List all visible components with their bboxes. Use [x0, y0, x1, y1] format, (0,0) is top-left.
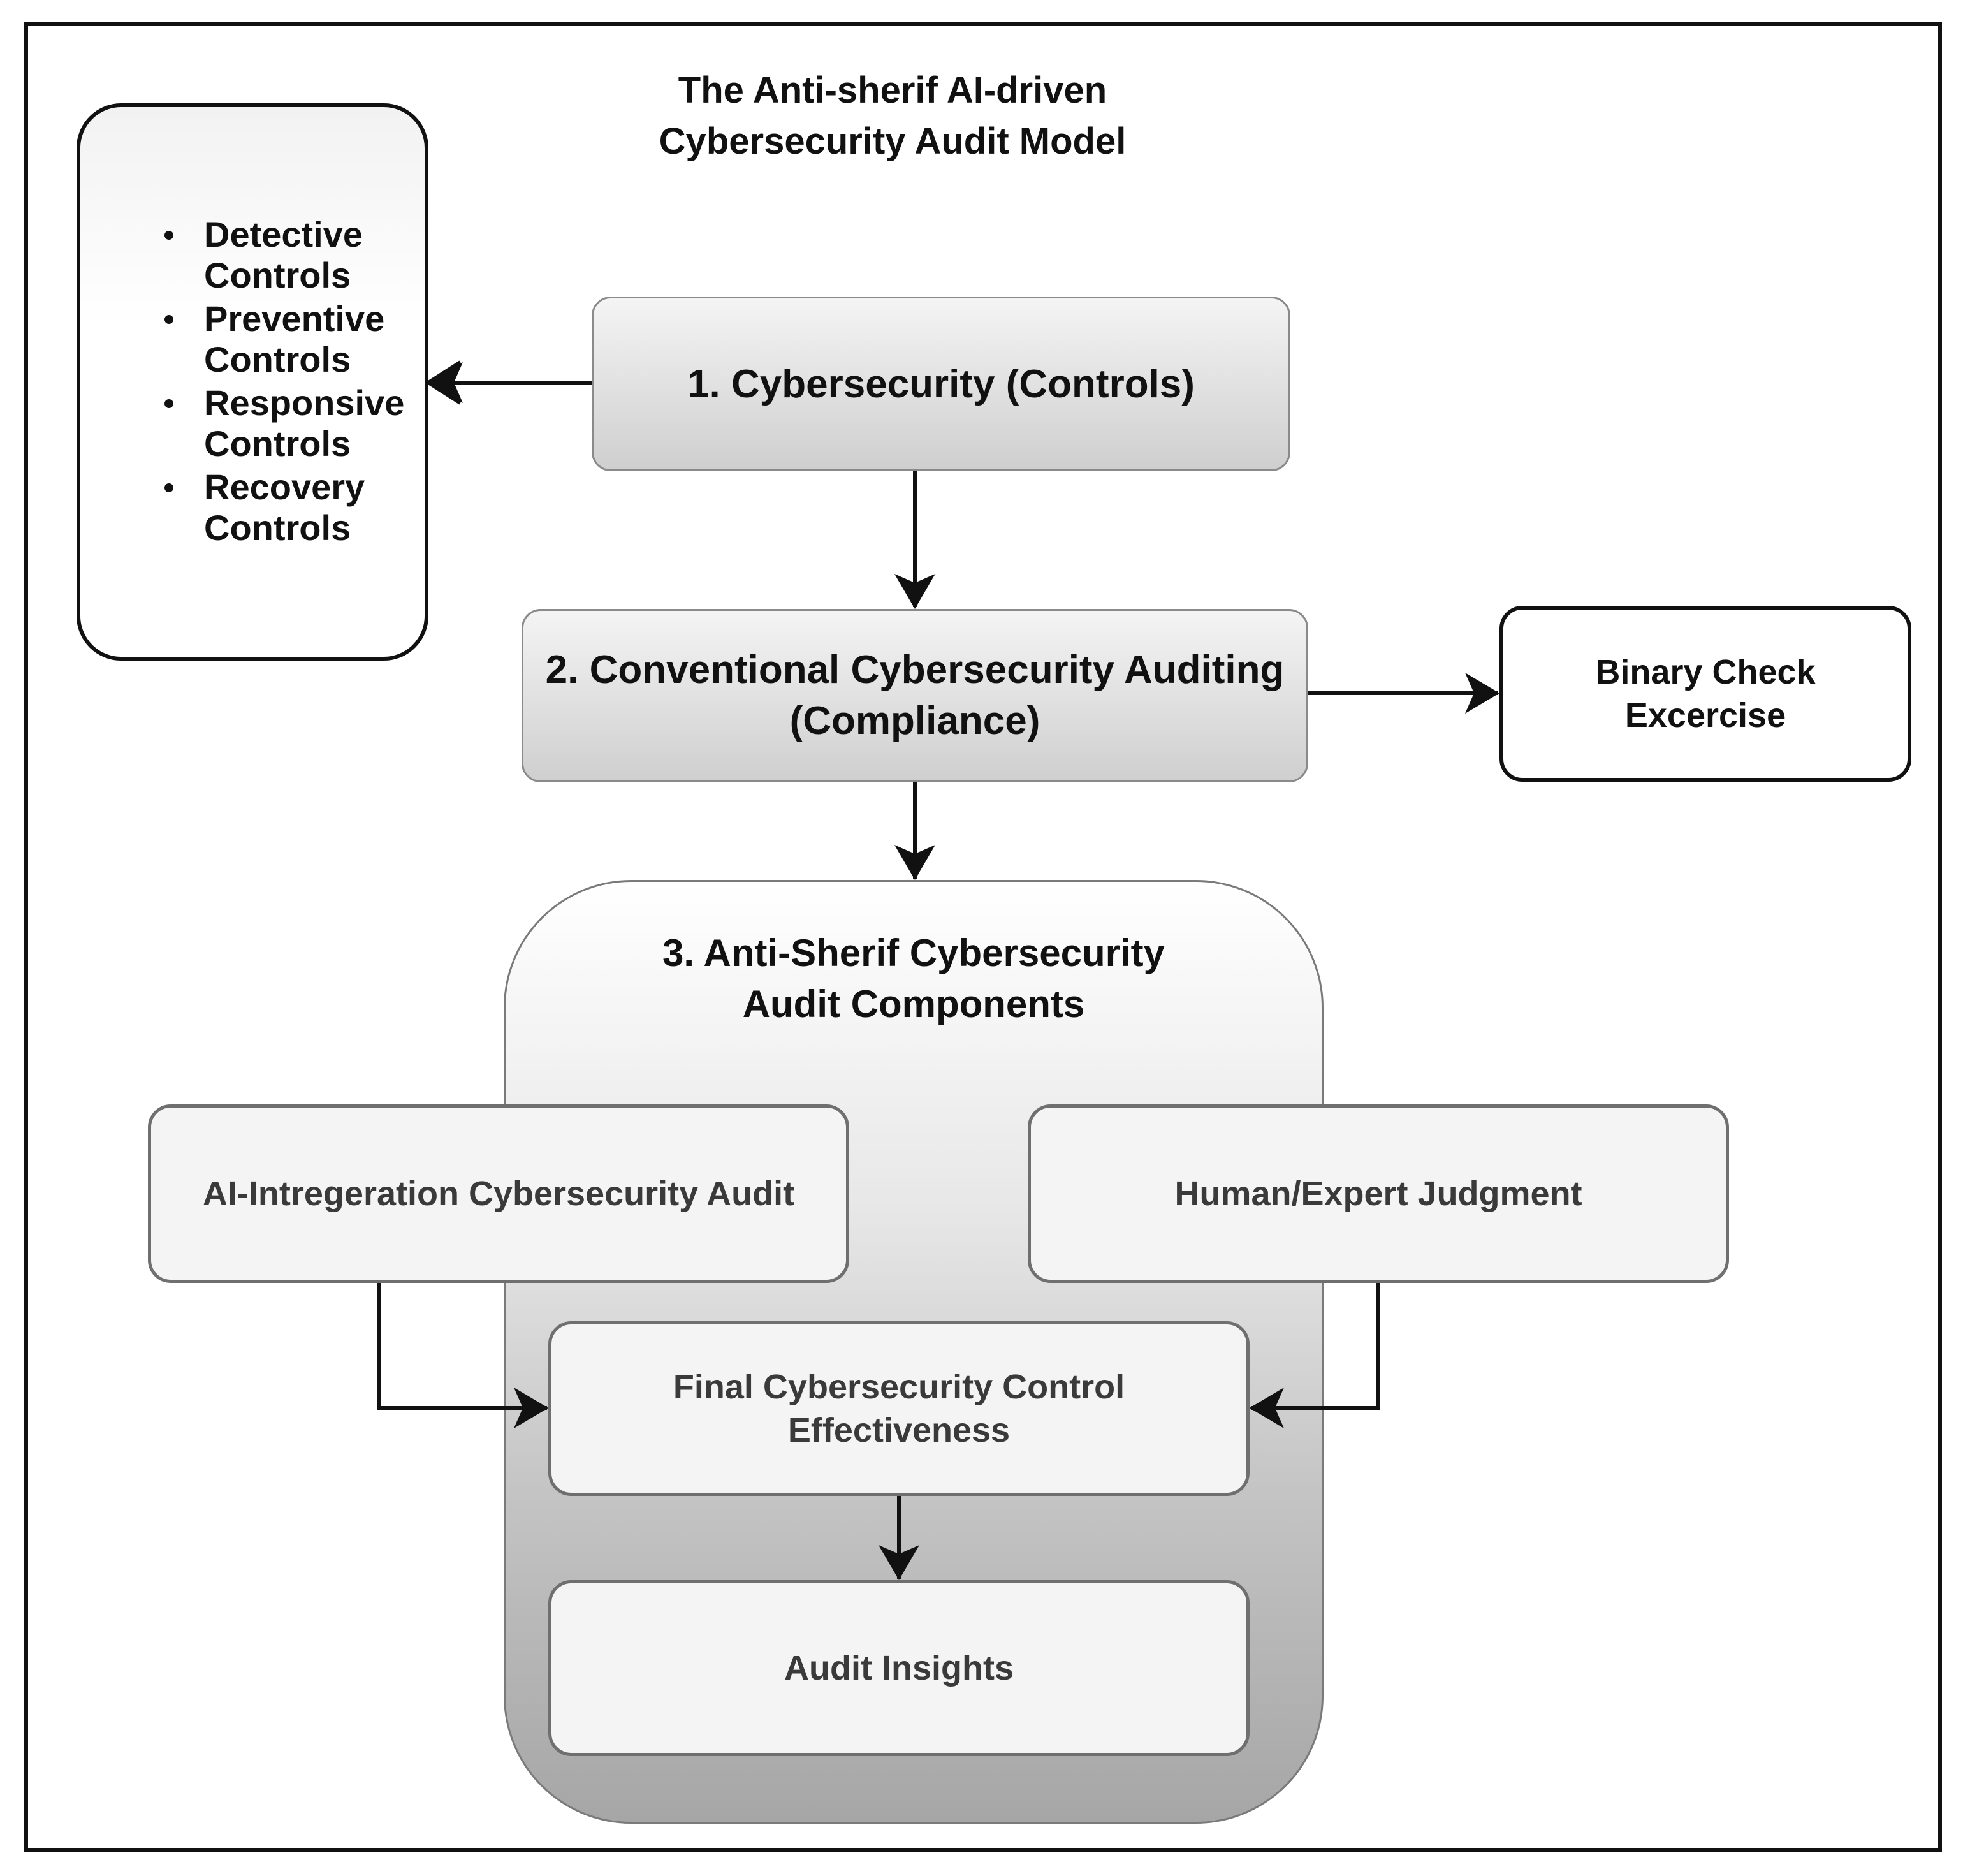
binary-check-box: Binary Check Excercise	[1499, 606, 1911, 782]
audit-insights-box: Audit Insights	[548, 1580, 1250, 1756]
arrowhead-step2-to-step3	[894, 845, 935, 880]
final-effectiveness-line2: Effectiveness	[787, 1411, 1011, 1449]
final-effectiveness-line1: Final Cybersecurity Control	[673, 1368, 1125, 1406]
arrowhead-step1-to-list	[428, 362, 463, 403]
arrowhead-human-to-final	[1250, 1388, 1284, 1428]
diagram-title: The Anti-sherif AI-driven Cybersecurity …	[574, 65, 1211, 167]
list-item-line2: Controls	[204, 339, 351, 379]
arrowhead-ai-to-final	[514, 1388, 548, 1428]
list-item: Responsive Controls	[80, 383, 425, 464]
human-judgment-box: Human/Expert Judgment	[1028, 1104, 1729, 1283]
controls-list: Detective Controls Preventive Controls R…	[80, 214, 425, 551]
list-item-line2: Controls	[204, 423, 351, 464]
arrow-step1-to-list-head	[427, 360, 462, 405]
step1-controls-box: 1. Cybersecurity (Controls)	[592, 297, 1290, 471]
arrowhead-step1-to-step2	[894, 574, 935, 609]
step2-label-line1: 2. Conventional Cybersecurity Auditing	[545, 648, 1285, 692]
list-item-line1: Recovery	[204, 467, 365, 507]
step2-label-line2: (Compliance)	[789, 699, 1040, 743]
controls-list-box: Detective Controls Preventive Controls R…	[77, 103, 428, 661]
step2-auditing-box: 2. Conventional Cybersecurity Auditing (…	[522, 609, 1308, 782]
arrowhead-step2-to-binary	[1465, 673, 1499, 714]
ai-integration-box: AI-Intregeration Cybersecurity Audit	[148, 1104, 849, 1283]
list-item-line2: Controls	[204, 508, 351, 548]
list-item-line1: Detective	[204, 214, 363, 254]
final-effectiveness-box: Final Cybersecurity Control Effectivenes…	[548, 1321, 1250, 1496]
arrow-ai-to-final	[377, 1283, 547, 1410]
audit-insights-label: Audit Insights	[784, 1649, 1014, 1687]
list-item: Recovery Controls	[80, 467, 425, 548]
step3-title-line2: Audit Components	[742, 983, 1085, 1025]
step1-label: 1. Cybersecurity (Controls)	[687, 362, 1195, 406]
list-item: Detective Controls	[80, 214, 425, 296]
diagram-title-line2: Cybersecurity Audit Model	[659, 121, 1127, 162]
ai-integration-label: AI-Intregeration Cybersecurity Audit	[202, 1175, 795, 1213]
list-item-line1: Responsive	[204, 383, 405, 423]
list-item-line1: Preventive	[204, 298, 385, 339]
human-judgment-label: Human/Expert Judgment	[1174, 1175, 1582, 1213]
arrowhead-final-to-insights	[879, 1545, 919, 1580]
step3-title-line1: 3. Anti-Sherif Cybersecurity	[662, 932, 1165, 974]
list-item: Preventive Controls	[80, 298, 425, 380]
binary-check-line2: Excercise	[1624, 696, 1786, 735]
binary-check-line1: Binary Check	[1595, 653, 1816, 691]
diagram-frame	[24, 22, 1942, 1852]
diagram-title-line1: The Anti-sherif AI-driven	[678, 70, 1107, 111]
list-item-line2: Controls	[204, 255, 351, 295]
arrow-human-to-final	[1251, 1283, 1380, 1410]
step3-title: 3. Anti-Sherif Cybersecurity Audit Compo…	[506, 928, 1322, 1030]
